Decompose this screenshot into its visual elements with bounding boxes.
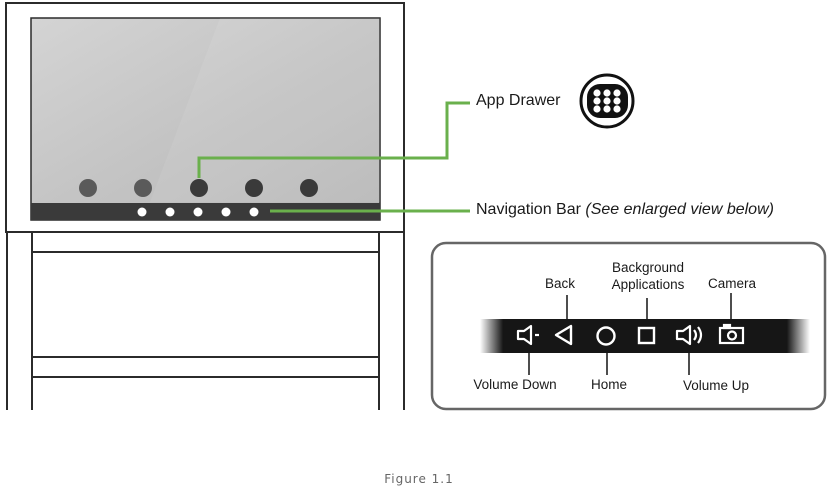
app-dot xyxy=(245,179,263,197)
nav-dot xyxy=(193,207,203,217)
nav-dot xyxy=(249,207,259,217)
enlarged-nav-bar xyxy=(480,319,810,353)
volume-down-label: Volume Down xyxy=(473,377,557,392)
volume-down-icon xyxy=(516,324,539,346)
app-drawer-dot xyxy=(190,179,208,197)
screen-nav-strip xyxy=(31,203,380,220)
app-dot xyxy=(134,179,152,197)
app-dot xyxy=(79,179,97,197)
stand-lower-shelf xyxy=(31,356,380,378)
screen-reflection xyxy=(150,18,380,202)
volume-up-label: Volume Up xyxy=(682,378,750,393)
callout-lines xyxy=(197,101,470,213)
nav-dot xyxy=(165,207,175,217)
navigation-bar-note: (See enlarged view below) xyxy=(585,201,774,218)
volume-up-icon xyxy=(675,324,703,346)
background-applications-line1: Background xyxy=(611,260,685,275)
figure-caption: Figure 1.1 xyxy=(384,472,454,486)
back-label: Back xyxy=(544,276,576,291)
camera-label: Camera xyxy=(707,276,757,291)
screen-nav-dots xyxy=(137,207,259,217)
home-label: Home xyxy=(590,377,628,392)
stand-upper-shelf xyxy=(31,231,380,253)
home-icon xyxy=(596,326,616,346)
nav-dot xyxy=(137,207,147,217)
back-icon xyxy=(554,324,573,346)
app-drawer-icon xyxy=(579,73,635,129)
app-drawer-leader xyxy=(197,101,470,178)
recent-apps-icon xyxy=(637,326,656,345)
stand-fade xyxy=(6,408,405,432)
navigation-bar-title: Navigation Bar xyxy=(476,201,581,218)
background-applications-label: Background Applications xyxy=(612,259,685,293)
navigation-bar-label: Navigation Bar (See enlarged view below) xyxy=(476,201,774,219)
screen-app-dots xyxy=(79,179,318,197)
stand xyxy=(6,230,405,410)
app-drawer-label: App Drawer xyxy=(476,92,561,109)
nav-dot xyxy=(221,207,231,217)
camera-icon xyxy=(718,323,745,345)
nav-leaders xyxy=(528,293,732,375)
app-dot xyxy=(300,179,318,197)
background-applications-line2: Applications xyxy=(611,277,685,292)
